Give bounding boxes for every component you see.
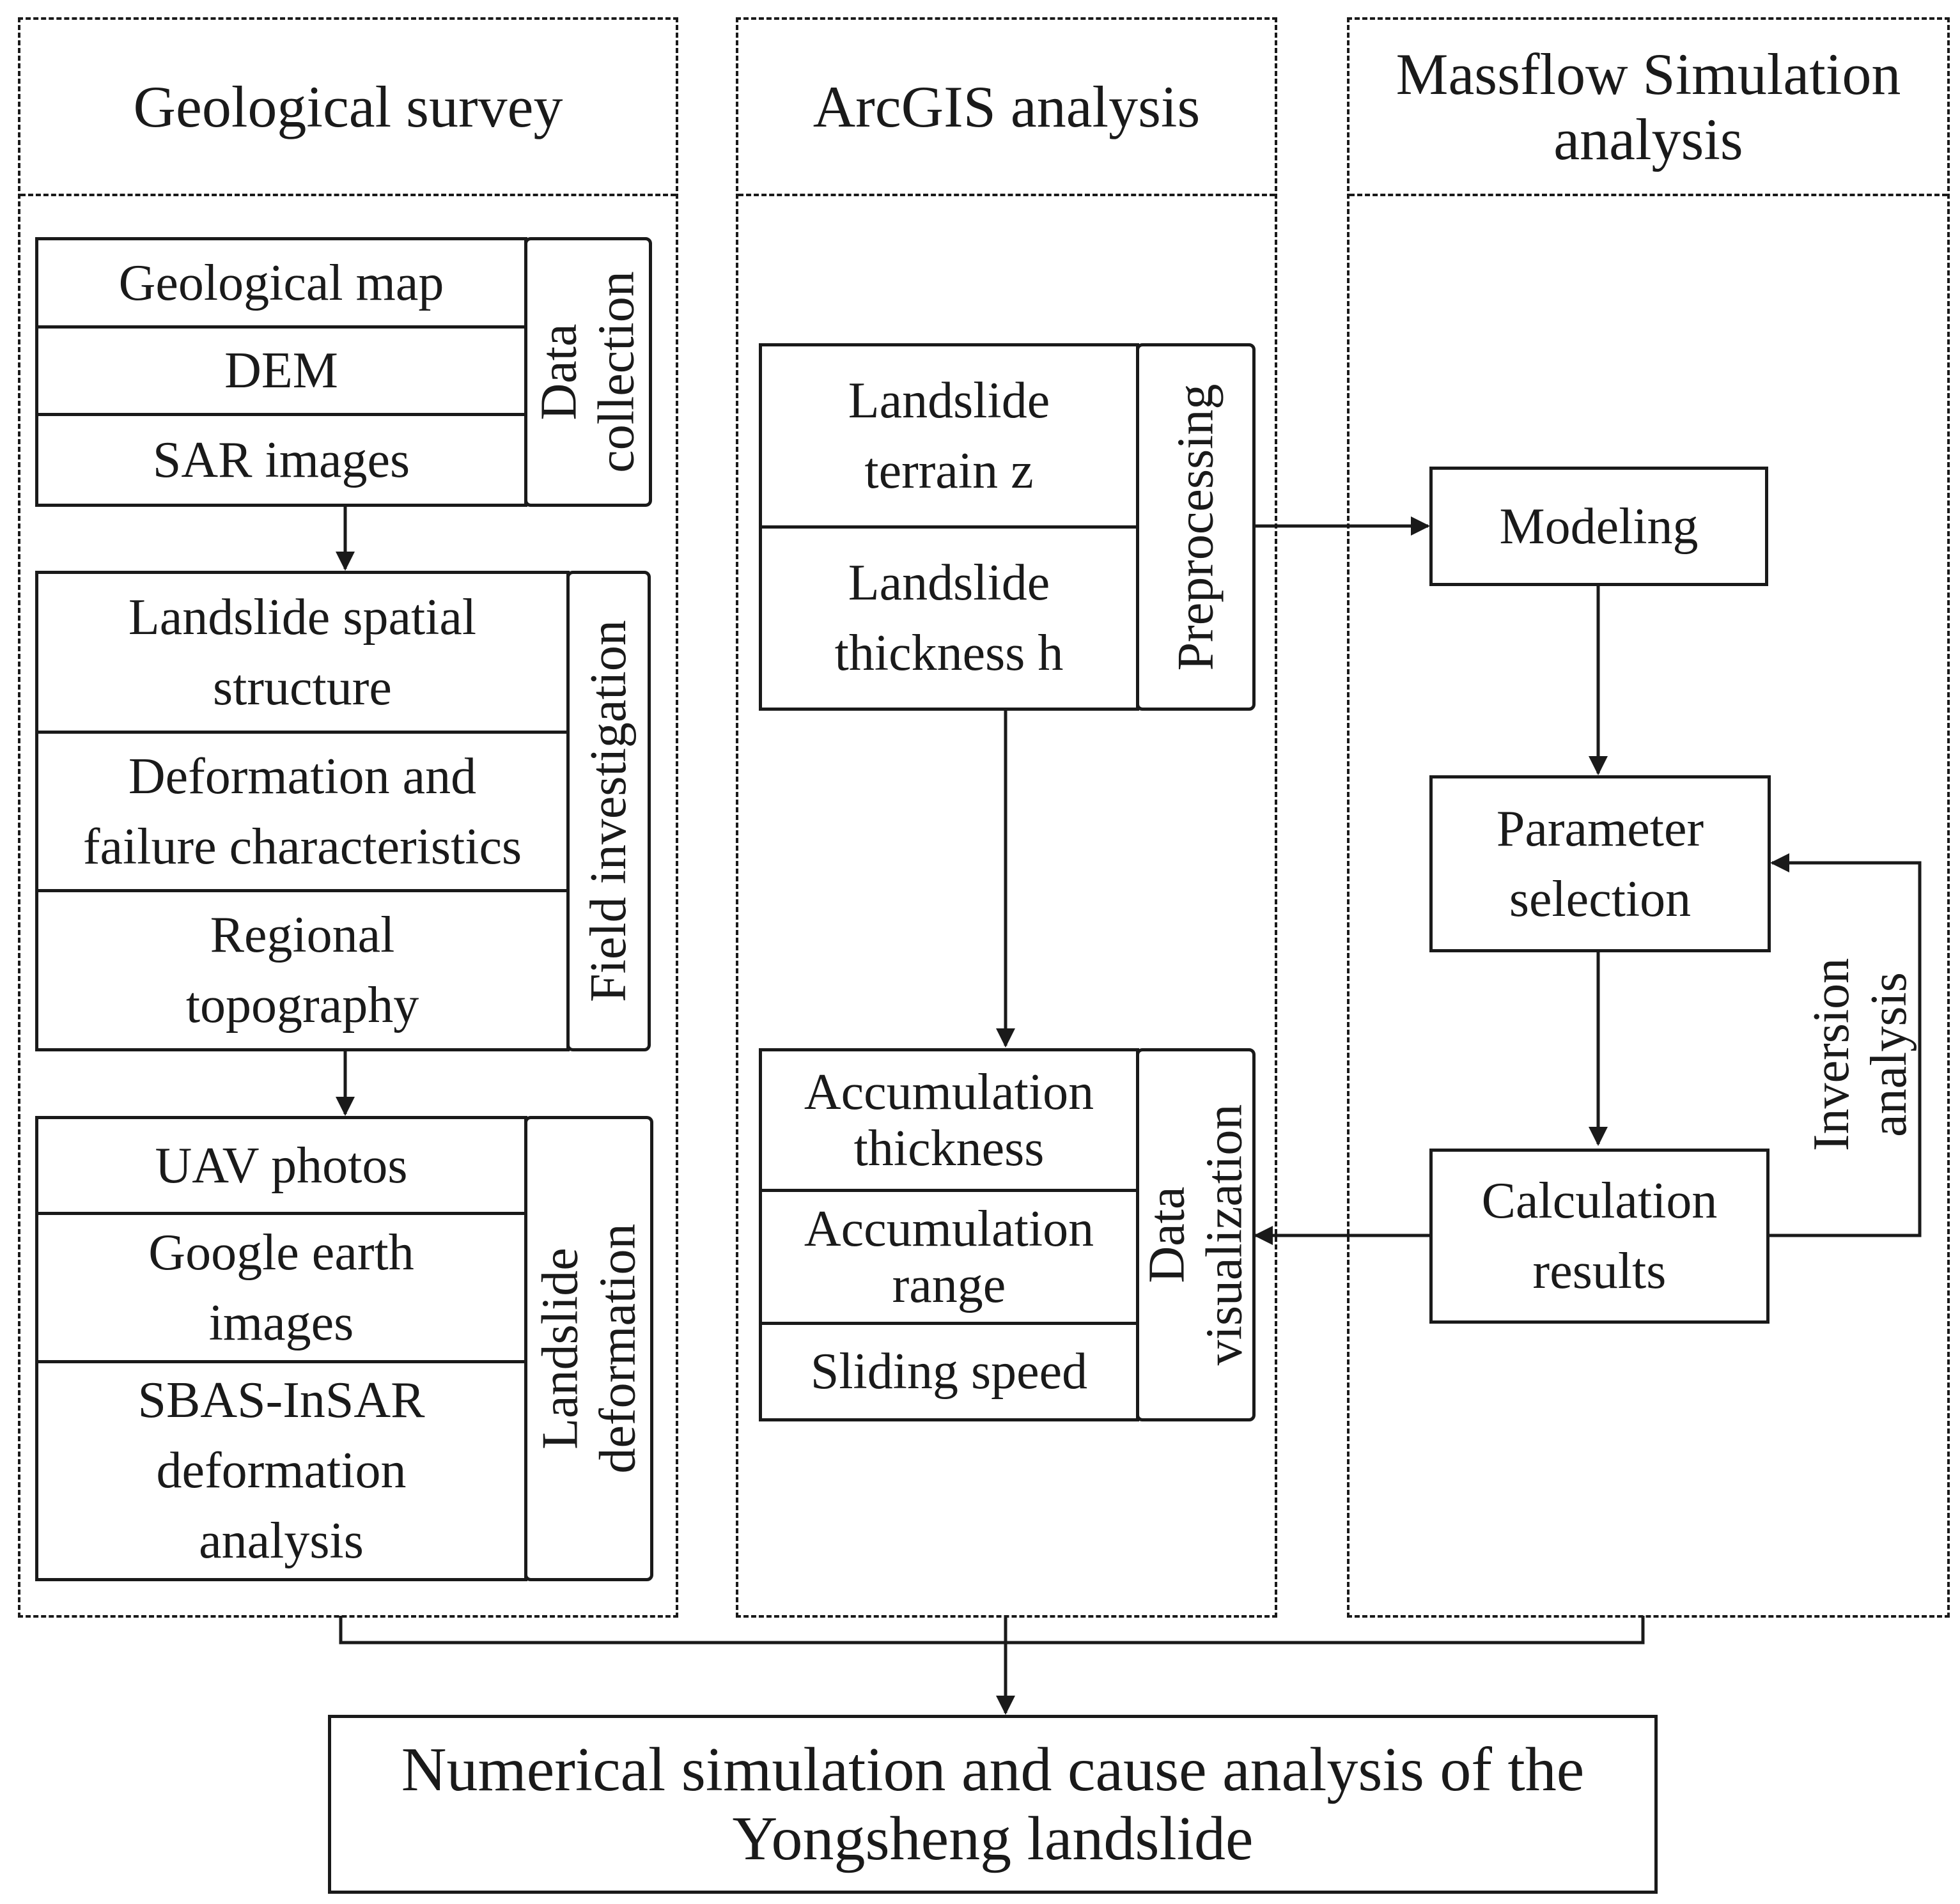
parameter-selection-box: Parameter selection: [1429, 775, 1771, 952]
inversion-analysis-label: Inversion analysis: [1803, 957, 1917, 1152]
preprocessing-label-box: Preprocessing: [1136, 343, 1256, 711]
item-deformation-failure: Deformation and failure characteristics: [38, 734, 566, 892]
modeling-box: Modeling: [1429, 467, 1768, 586]
merge-line: [339, 1616, 1645, 1645]
landslide-deformation-box: UAV photos Google earth images SBAS-InSA…: [35, 1116, 527, 1581]
item-sar-images: SAR images: [152, 431, 410, 488]
data-visualization-box: Accumulation thickness Accumulation rang…: [759, 1048, 1139, 1421]
item-geological-map: Geological map: [38, 240, 524, 329]
item-landslide-spatial-structure: Landslide spatial structure: [38, 574, 566, 734]
field-investigation-box: Landslide spatial structure Deformation …: [35, 571, 570, 1051]
column-arcgis-analysis: ArcGIS analysis: [736, 17, 1277, 1618]
data-collection-label-box: Data collection: [524, 237, 652, 507]
item-landslide-thickness-h: Landslide thickness h: [834, 555, 1064, 681]
data-visualization-label-box: Data visualization: [1136, 1048, 1256, 1421]
data-collection-label: Data collection: [531, 271, 645, 473]
landslide-deformation-label: Landslide deformation: [532, 1223, 646, 1474]
preprocessing-label: Preprocessing: [1167, 383, 1224, 670]
column-title-arcgis-analysis: ArcGIS analysis: [738, 20, 1275, 196]
column-title-geological-survey: Geological survey: [20, 20, 676, 196]
item-regional-topography: Regional topography: [185, 907, 419, 1033]
item-google-earth-images: Google earth images: [38, 1215, 524, 1363]
landslide-deformation-label-box: Landslide deformation: [524, 1116, 653, 1581]
calculation-results-box: Calculation results: [1429, 1149, 1769, 1324]
item-accumulation-range: Accumulation range: [762, 1192, 1136, 1325]
data-visualization-label: Data visualization: [1139, 1104, 1253, 1366]
field-investigation-label: Field investigation: [580, 620, 637, 1002]
final-result-box: Numerical simulation and cause analysis …: [328, 1715, 1658, 1894]
item-sbas-insar: SBAS-InSAR deformation analysis: [137, 1372, 425, 1569]
column-massflow-analysis: Massflow Simulation analysis: [1347, 17, 1950, 1618]
item-sliding-speed: Sliding speed: [810, 1343, 1088, 1400]
column-title-massflow-analysis: Massflow Simulation analysis: [1349, 20, 1947, 196]
item-uav-photos: UAV photos: [38, 1119, 524, 1215]
data-collection-box: Geological map DEM SAR images: [35, 237, 527, 507]
inversion-analysis-label-wrap: Inversion analysis: [1796, 927, 1924, 1182]
item-accumulation-thickness: Accumulation thickness: [762, 1051, 1136, 1192]
item-landslide-terrain-z: Landslide terrain z: [762, 346, 1136, 529]
arrow-inversion-loop: [1769, 853, 1922, 1237]
preprocessing-box: Landslide terrain z Landslide thickness …: [759, 343, 1139, 711]
column-geological-survey: Geological survey: [18, 17, 678, 1618]
item-dem: DEM: [38, 329, 524, 416]
field-investigation-label-box: Field investigation: [566, 571, 651, 1051]
